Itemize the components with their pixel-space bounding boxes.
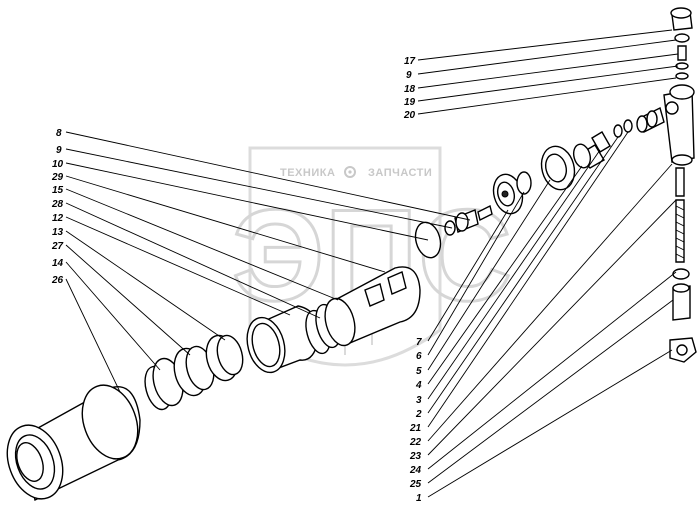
label-9-left: 9 — [56, 145, 62, 156]
label-10: 10 — [52, 159, 64, 170]
label-12: 12 — [52, 213, 64, 224]
part-top-plug — [670, 7, 693, 80]
part-disc — [492, 173, 524, 215]
parts — [6, 7, 697, 502]
label-18: 18 — [404, 84, 416, 95]
label-4: 4 — [415, 380, 422, 391]
label-17: 17 — [404, 56, 416, 67]
part-washers — [613, 119, 633, 138]
labels-top-right: 17 9 18 19 20 — [403, 56, 416, 121]
label-26: 26 — [51, 275, 64, 286]
part-bushing — [246, 305, 319, 374]
label-21: 21 — [409, 423, 422, 434]
label-6: 6 — [416, 351, 422, 362]
label-9-top: 9 — [406, 70, 412, 81]
label-15: 15 — [52, 185, 64, 196]
label-1: 1 — [416, 493, 422, 504]
part-connector — [636, 106, 665, 134]
label-23: 23 — [409, 451, 422, 462]
label-20: 20 — [403, 110, 416, 121]
label-27: 27 — [51, 241, 64, 252]
part-bottom-stack — [669, 167, 697, 363]
label-13: 13 — [52, 227, 64, 238]
label-5: 5 — [416, 366, 422, 377]
label-24: 24 — [409, 465, 422, 476]
label-8: 8 — [56, 128, 62, 139]
label-19: 19 — [404, 97, 416, 108]
part-rings — [144, 334, 244, 411]
label-28: 28 — [51, 199, 64, 210]
leader-lines — [65, 29, 679, 498]
labels-bottom-right: 7 6 5 4 3 2 21 22 23 24 25 1 — [409, 337, 422, 504]
label-14: 14 — [52, 258, 64, 269]
part-sleeve — [6, 384, 141, 502]
gear-icon — [344, 166, 356, 178]
label-3: 3 — [416, 395, 422, 406]
label-7: 7 — [416, 337, 422, 348]
label-25: 25 — [409, 479, 422, 490]
label-22: 22 — [409, 437, 422, 448]
watermark-text-right: ЗАПЧАСТИ — [368, 167, 432, 179]
part-nut — [572, 131, 611, 169]
part-piston — [305, 266, 421, 355]
labels-left: 8 9 10 29 15 28 12 13 27 14 26 — [51, 128, 64, 286]
label-2: 2 — [415, 409, 422, 420]
watermark-text-left: ТЕХНИКА — [280, 167, 335, 179]
part-body — [663, 84, 695, 166]
label-29: 29 — [51, 172, 64, 183]
part-bearing — [516, 145, 576, 195]
